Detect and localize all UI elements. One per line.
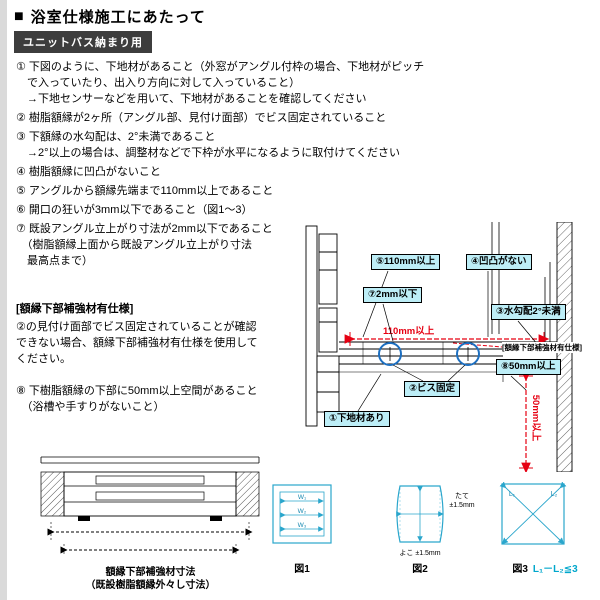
- fig1-w3-label: W₃: [298, 522, 307, 529]
- fig3-l2-label: L₂: [551, 491, 558, 498]
- page-edge-strip: [0, 0, 7, 600]
- caption-line-2: （既設樹脂額縁外々し寸法）: [85, 580, 216, 591]
- reinforcement-section-body: ②の見付け面部でビス固定されていることが確認 できない場合、額縁下部補強材有仕様…: [16, 321, 258, 365]
- callout-substrate: ①下地材あり: [324, 411, 390, 427]
- callout-leader-lines: [357, 270, 539, 412]
- instruction-list: ① 下図のように、下地材があること（外窓がアングル付枠の場合、下地材がピッチ で…: [16, 59, 452, 415]
- page-title-bar: ■ 浴室仕様施工にあたって: [14, 6, 206, 27]
- figure-2-caption: 図2: [412, 564, 428, 575]
- fig2-horizontal-tolerance-note: よこ ±1.5mm: [399, 550, 441, 557]
- dimension-lines: 110mm以上 50mm以上: [344, 325, 552, 472]
- figure-1-width-check: W₁ W₂ W₃: [272, 484, 332, 544]
- instruction-item-4: ④ 樹脂額縁に凹凸がないこと: [16, 166, 161, 178]
- figure-2-distortion-check: [396, 485, 444, 543]
- fig1-w2-label: W₂: [298, 508, 307, 515]
- figure-1-caption: 図1: [294, 564, 310, 575]
- callout-screw-fix: ②ビス固定: [404, 381, 461, 397]
- dim-50mm-label: 50mm以上: [530, 395, 542, 442]
- instruction-item-8: ⑧ 下樹脂額縁の下部に50mm以上空間があること （浴槽や手すりがないこと）: [16, 385, 258, 413]
- reinforcement-drawing-caption: 額縁下部補強材寸法 （既設樹脂額縁外々し寸法）: [38, 566, 263, 592]
- callout-water-slope: ③水勾配2°未満: [491, 304, 566, 320]
- window-frame-profile: [305, 225, 340, 427]
- callout-2mm: ⑦2mm以下: [363, 287, 423, 303]
- callout-50mm: ⑧50mm以上: [496, 359, 561, 375]
- instruction-item-3: ③ 下額縁の水勾配は、2°未満であること →2°以上の場合は、調整材などで下枠が…: [16, 131, 400, 159]
- square-bullet-icon: ■: [14, 7, 24, 25]
- page-title: 浴室仕様施工にあたって: [30, 9, 206, 26]
- figure-3-diagonal-check: L₁ L₂: [499, 482, 567, 545]
- dim-110mm-label: 110mm以上: [383, 325, 435, 337]
- reinforcement-spec-label: [額縁下部補強材有仕様]: [502, 342, 582, 353]
- fig1-w1-label: W₁: [298, 494, 307, 501]
- figure-3-formula: L₁－L₂≦3: [532, 564, 578, 575]
- reinforcement-section-title: [額縁下部補強材有仕様]: [16, 303, 134, 315]
- instruction-item-2: ② 樹脂額縁が2ヶ所（アングル部、見付け面部）でビス固定されていること: [16, 112, 387, 124]
- figure-3-caption: 図3 L₁－L₂≦3: [492, 560, 598, 575]
- callout-no-unevenness: ④凹凸がない: [466, 254, 532, 270]
- instruction-item-1: ① 下図のように、下地材があること（外窓がアングル付枠の場合、下地材がピッチ で…: [16, 61, 425, 105]
- fig3-l1-label: L₁: [509, 491, 516, 498]
- instruction-item-5: ⑤ アングルから額縁先端まで110mm以上であること: [16, 185, 274, 197]
- instruction-item-6: ⑥ 開口の狂いが3mm以下であること（図1～3）: [16, 204, 253, 216]
- reinforcement-dimension-drawing: [40, 456, 260, 556]
- caption-line-1: 額縁下部補強材寸法: [105, 567, 196, 578]
- fig2-vertical-tolerance-note: たて ±1.5mm: [449, 493, 475, 509]
- callout-110mm: ⑤110mm以上: [371, 254, 441, 270]
- screw-highlight-circles: [378, 342, 480, 366]
- instruction-item-7: ⑦ 既設アングル立上がり寸法が2mm以下であること （樹脂額縁上面から既設アング…: [16, 223, 273, 267]
- window-cross-section-diagram: 110mm以上 50mm以上: [305, 222, 573, 472]
- unit-bath-tag: ユニットバス納まり用: [14, 31, 152, 53]
- figure-3-caption-label: 図3: [512, 564, 528, 575]
